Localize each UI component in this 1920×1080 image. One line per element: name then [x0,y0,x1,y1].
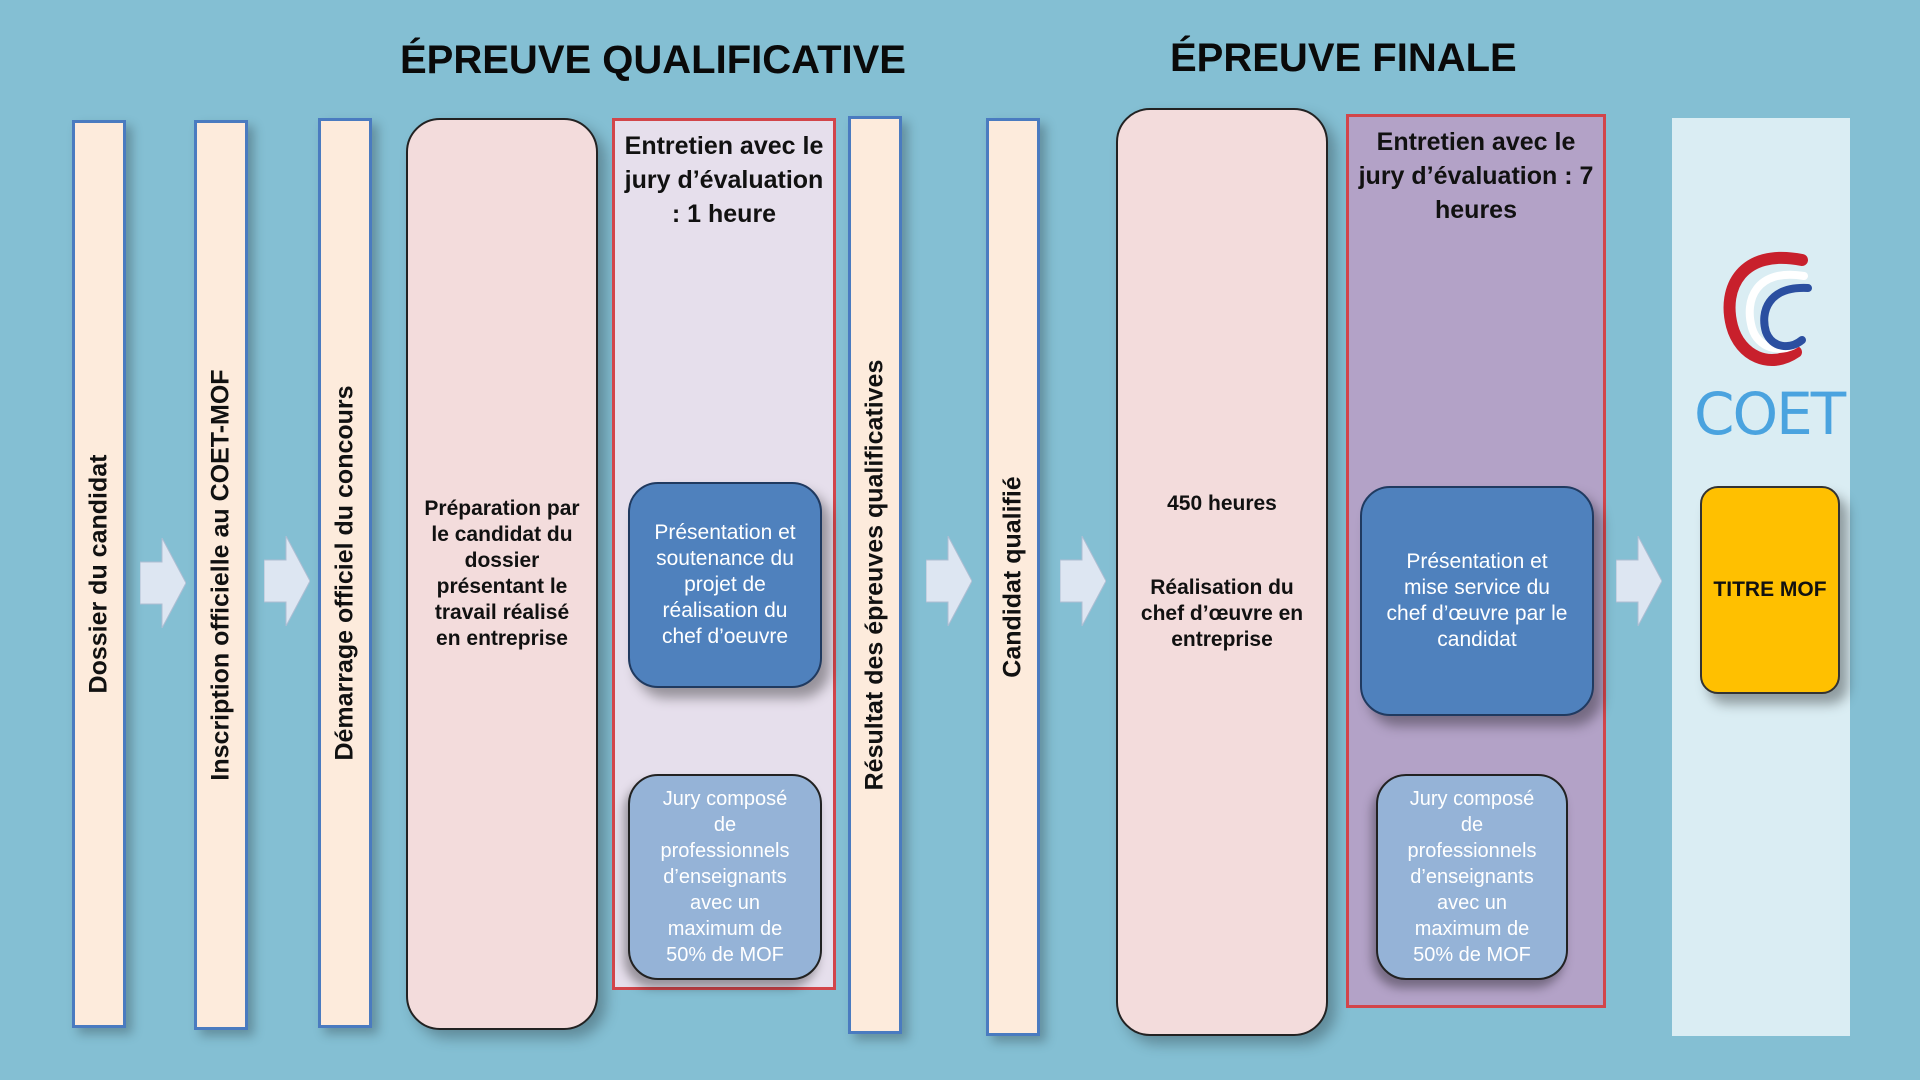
column-dossier: Dossier du candidat [72,120,126,1028]
realisation-box: 450 heures Réalisation du chef d’œuvre e… [1116,108,1328,1036]
jury-line: d’enseignants [1410,866,1534,888]
presentation-line: réalisation du [662,599,788,622]
column-candidat-label: Candidat qualifié [998,476,1027,678]
titre-mof-label: TITRE MOF [1713,578,1827,601]
jury-line: avec un [1436,892,1508,914]
jury-line: professionnels [1407,840,1537,862]
final-panel-title: Entretien avec le jury d’évaluation : 7 … [1349,125,1603,227]
arrow-right-icon [1616,536,1662,626]
column-demarrage-label: Démarrage officiel du concours [330,385,359,761]
final-jury-box: Jury composé de professionnels d’enseign… [1376,774,1568,980]
presentation-line: chef d’œuvre par le [1386,602,1568,625]
panel-title-line: : 1 heure [671,200,777,228]
jury-line: Jury composé [1409,788,1535,810]
coet-logo-text: COET [1694,380,1846,448]
arrow-right-icon [264,536,310,626]
column-demarrage: Démarrage officiel du concours [318,118,372,1028]
presentation-line: Présentation et [654,521,796,544]
qualifying-presentation-box: Présentation et soutenance du projet de … [628,482,822,688]
qualifying-heading: ÉPREUVE QUALIFICATIVE [400,38,906,82]
realisation-line: entreprise [1171,628,1273,651]
jury-line: de [713,814,737,836]
preparation-box: Préparation par le candidat du dossier p… [406,118,598,1030]
preparation-line: présentant le [436,575,568,598]
panel-title-line: jury d’évaluation : 7 [1358,162,1594,190]
column-candidat: Candidat qualifié [986,118,1040,1036]
jury-line: maximum de [1414,918,1530,940]
column-resultat: Résultat des épreuves qualificatives [848,116,902,1034]
preparation-line: Préparation par [424,497,580,520]
column-resultat-label: Résultat des épreuves qualificatives [860,359,889,791]
qualifying-panel-title: Entretien avec le jury d’évaluation : 1 … [615,129,833,231]
arrow-right-icon [140,538,186,628]
jury-line: Jury composé [662,788,788,810]
coet-logo-icon [1723,251,1812,366]
panel-title-line: jury d’évaluation [624,166,824,194]
titre-mof-box: TITRE MOF [1700,486,1840,694]
jury-line: d’enseignants [663,866,787,888]
jury-line: 50% de MOF [666,944,784,966]
qualifying-jury-box: Jury composé de professionnels d’enseign… [628,774,822,980]
arrow-right-icon [926,536,972,626]
presentation-line: candidat [1437,628,1517,651]
realisation-line: chef d’œuvre en [1140,602,1304,625]
column-inscription: Inscription officielle au COET-MOF [194,120,248,1030]
panel-title-line: Entretien avec le [1376,128,1576,156]
presentation-line: chef d’oeuvre [661,625,789,648]
presentation-line: soutenance du [656,547,794,570]
preparation-line: en entreprise [436,627,568,650]
realisation-line: Réalisation du [1150,576,1294,599]
panel-title-line: Entretien avec le [624,132,824,160]
preparation-line: le candidat du [431,523,573,546]
jury-line: professionnels [660,840,790,862]
presentation-line: Présentation et [1406,550,1548,573]
hours-label: 450 heures [1167,492,1277,515]
jury-line: maximum de [667,918,783,940]
presentation-line: projet de [684,573,766,596]
presentation-line: mise service du [1404,576,1550,599]
preparation-line: dossier [464,549,540,572]
jury-line: avec un [689,892,761,914]
panel-title-line: heures [1435,196,1517,224]
final-presentation-box: Présentation et mise service du chef d’œ… [1360,486,1594,716]
column-dossier-label: Dossier du candidat [84,454,113,694]
jury-line: 50% de MOF [1413,944,1531,966]
column-inscription-label: Inscription officielle au COET-MOF [206,369,235,781]
final-heading: ÉPREUVE FINALE [1170,36,1517,80]
arrow-right-icon [1060,536,1106,626]
jury-line: de [1460,814,1484,836]
preparation-line: travail réalisé [434,601,570,624]
